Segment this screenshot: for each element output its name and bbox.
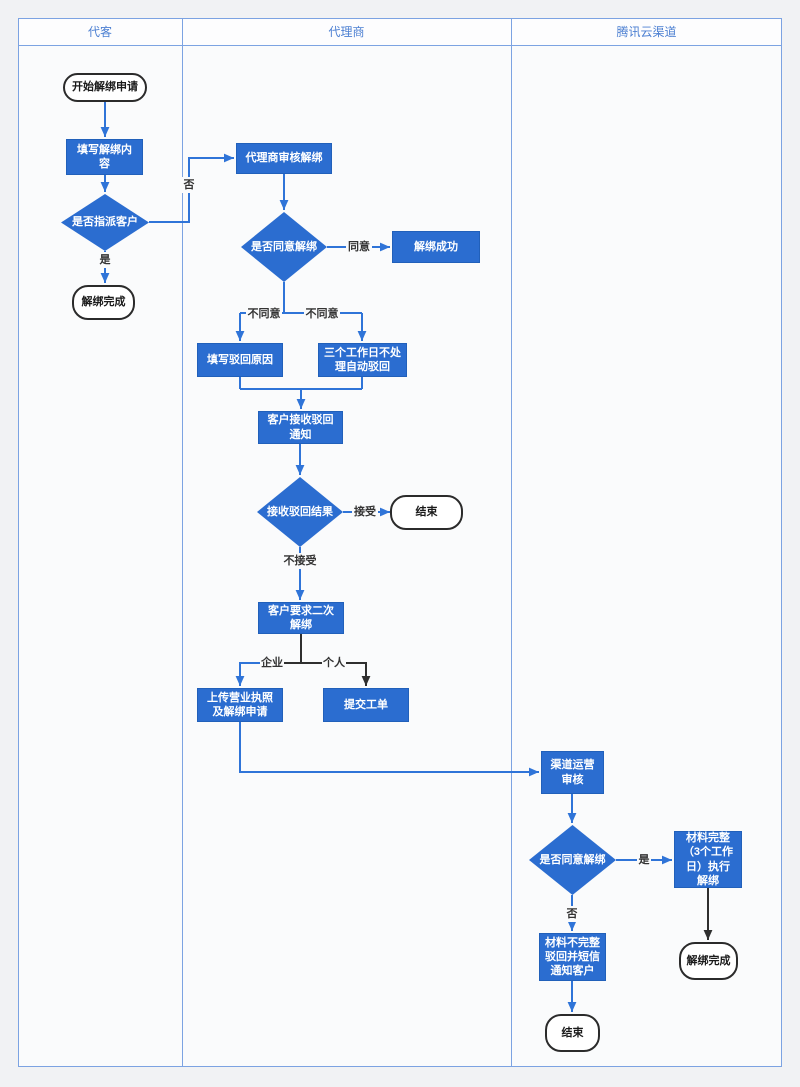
edge-label-enterprise: 企业 [260, 655, 284, 671]
process-upload-license: 上传营业执照 及解绑申请 [197, 688, 283, 722]
edge-label-not-accept: 不接受 [282, 553, 318, 569]
process-material-incomplete-reject: 材料不完整 驳回并短信 通知客户 [539, 933, 606, 981]
process-submit-ticket: 提交工单 [323, 688, 409, 722]
swimlane-frame [18, 18, 782, 1067]
edge-label-disagree-right: 不同意 [304, 306, 340, 322]
process-material-complete-execute: 材料完整 （3个工作 日）执行 解绑 [674, 831, 742, 888]
lane-title-agent: 代理商 [328, 25, 365, 39]
edge-label-channel-yes: 是 [637, 852, 651, 868]
process-second-unbind-request: 客户要求二次 解绑 [258, 602, 344, 634]
process-channel-ops-review: 渠道运营 审核 [541, 751, 604, 794]
lane-header-strip [19, 19, 781, 46]
edge-label-channel-no: 否 [564, 906, 580, 922]
edge-label-yes-assign: 是 [97, 252, 113, 268]
process-agent-review: 代理商审核解绑 [236, 143, 332, 174]
connector-upload-to-channel [239, 722, 539, 777]
edge-label-disagree-left: 不同意 [246, 306, 282, 322]
terminator-end-agent: 结束 [390, 495, 463, 530]
edge-label-agree: 同意 [346, 239, 372, 255]
connector-enterprise [235, 662, 264, 686]
process-unbind-success: 解绑成功 [392, 231, 480, 263]
edge-label-personal: 个人 [322, 655, 346, 671]
lane-title-tencent-channel: 腾讯云渠道 [616, 25, 677, 39]
process-auto-reject: 三个工作日不处 理自动驳回 [318, 343, 407, 377]
terminator-unbind-done-agent: 解绑完成 [72, 285, 135, 320]
process-customer-receive-reject: 客户接收驳回 通知 [258, 411, 343, 444]
edge-label-accept: 接受 [352, 504, 378, 520]
terminator-end-channel: 结束 [545, 1014, 600, 1052]
edge-label-no-assign: 否 [181, 177, 197, 193]
process-fill-reject-reason: 填写驳回原因 [197, 343, 283, 377]
lane-divider-2 [511, 18, 512, 1067]
lane-title-customer: 代客 [87, 25, 112, 39]
lane-divider-1 [182, 18, 183, 1067]
process-fill-unbind-content: 填写解绑内 容 [66, 139, 143, 175]
terminator-start-unbind-request: 开始解绑申请 [63, 73, 147, 102]
terminator-unbind-done-channel: 解绑完成 [679, 942, 738, 980]
